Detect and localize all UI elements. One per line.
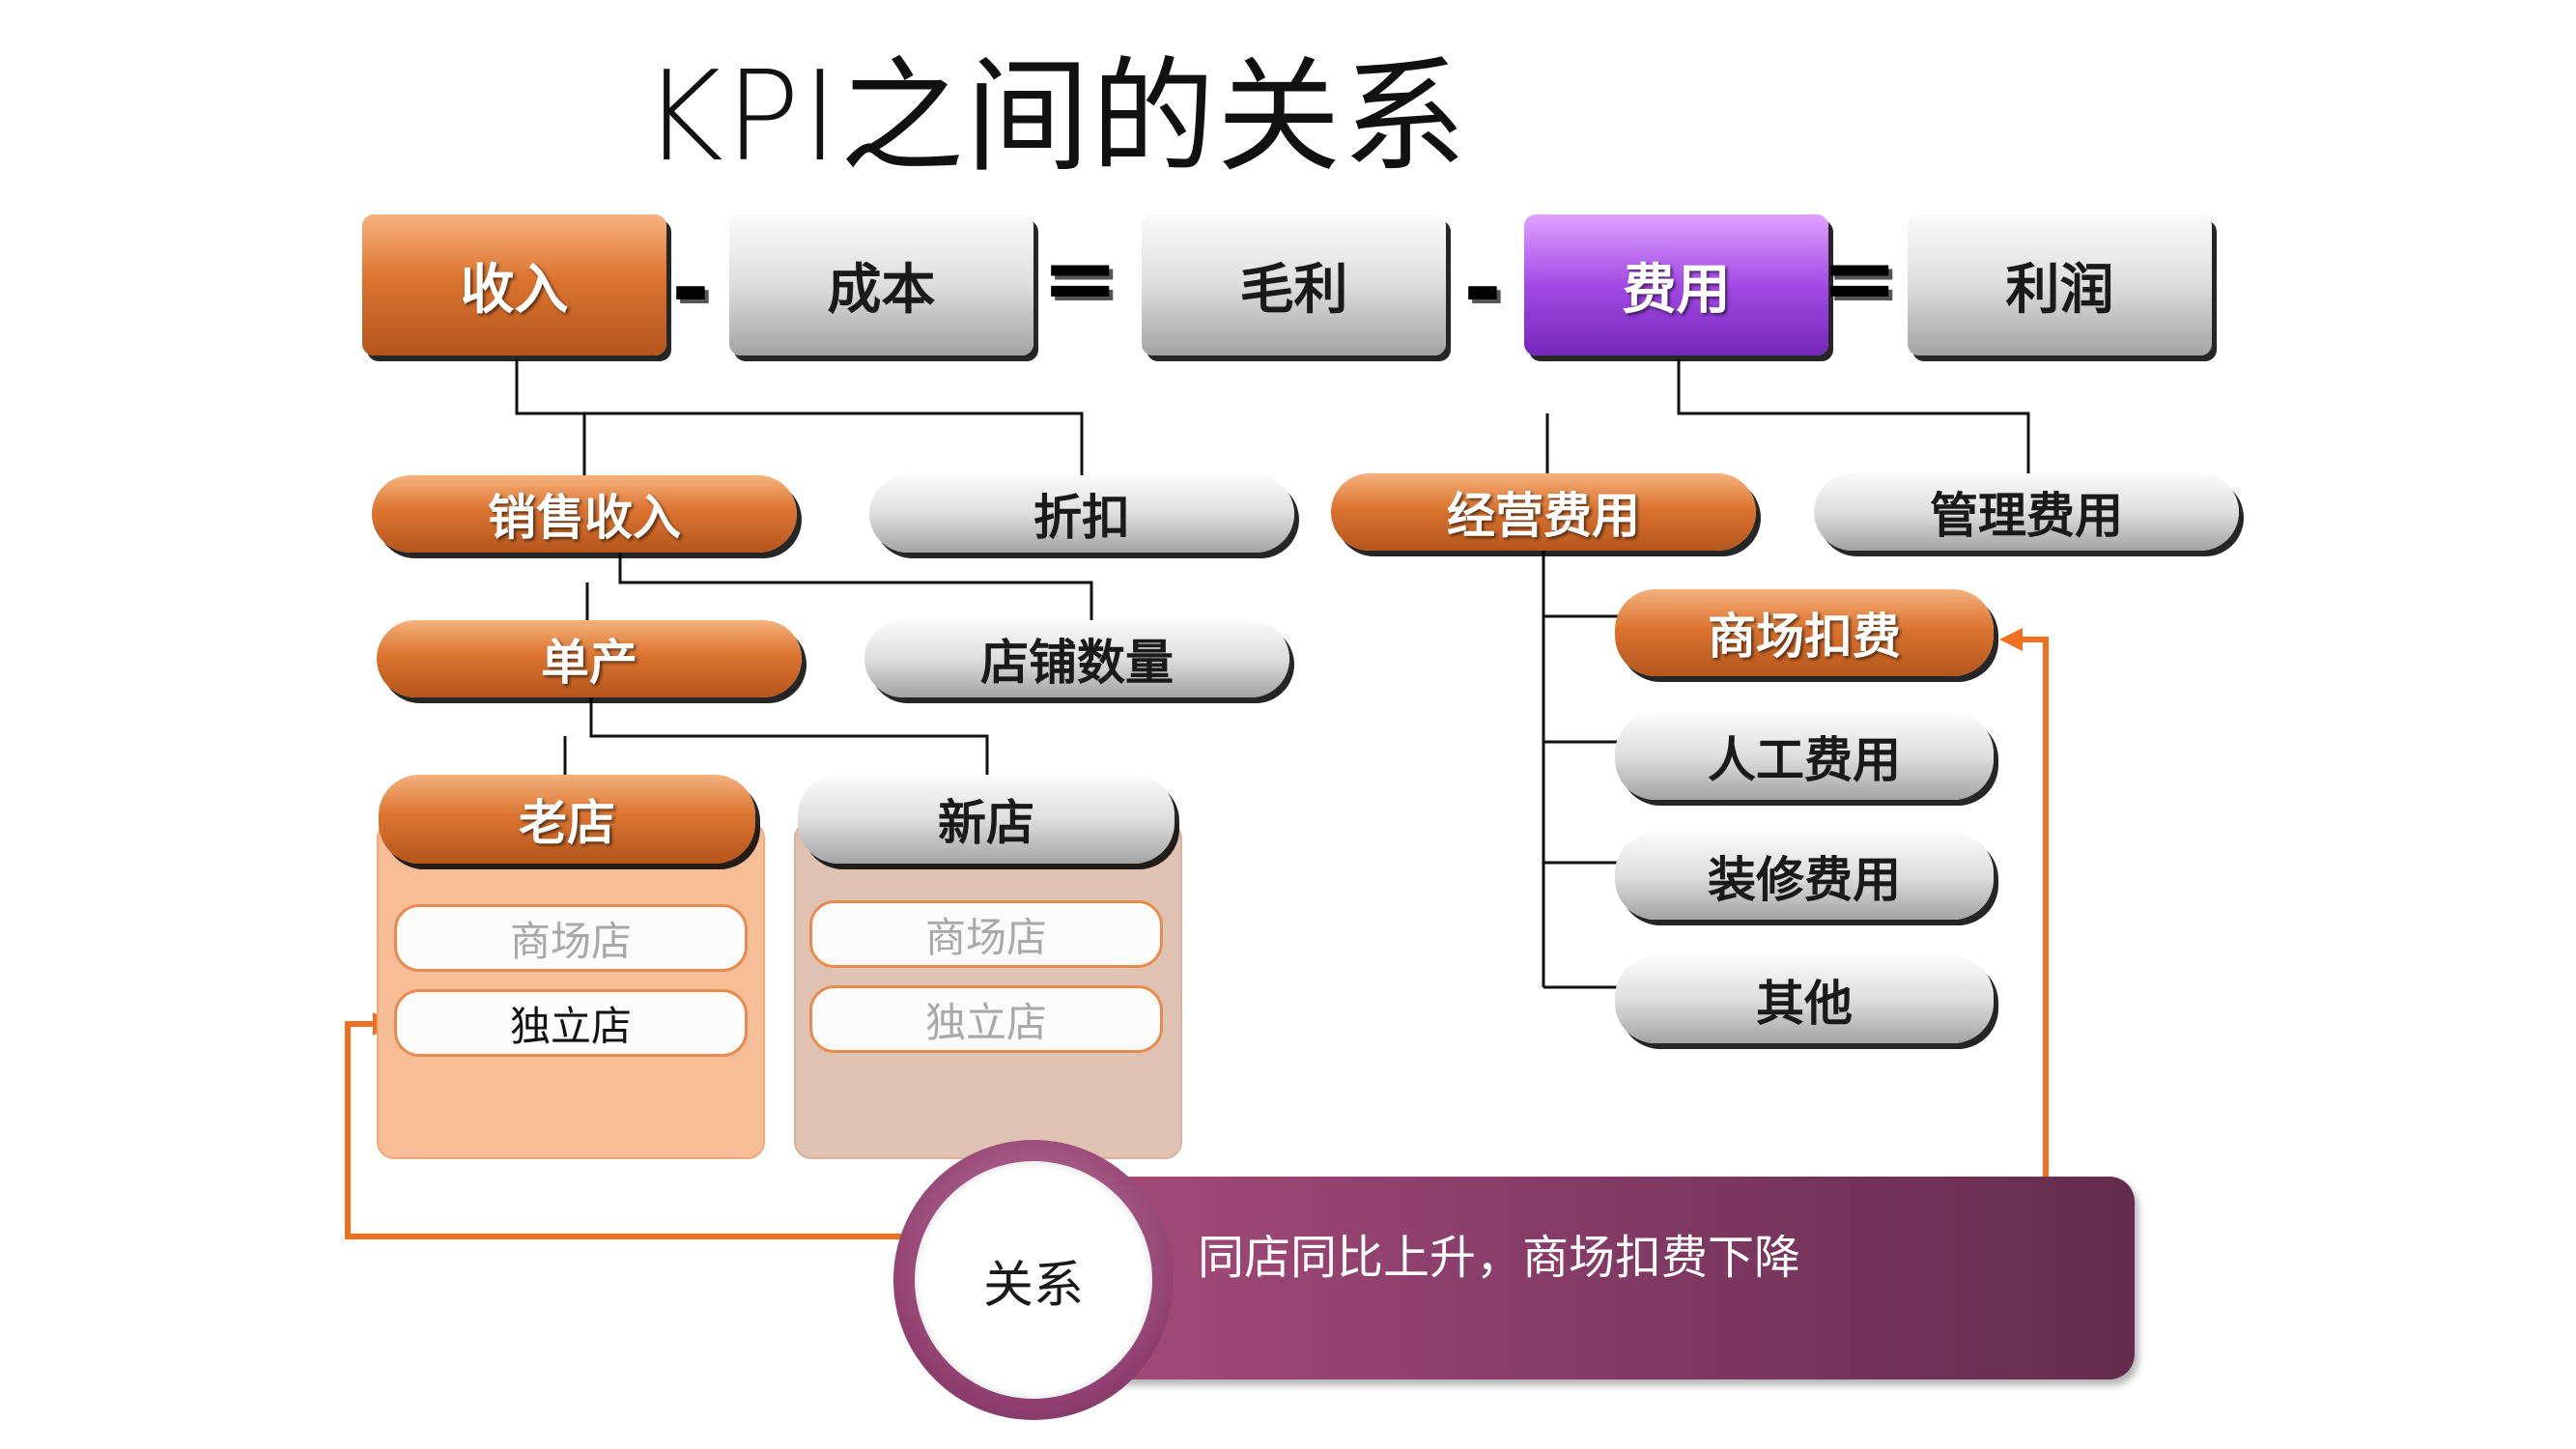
new-store-mall: 商场店 [809, 900, 1163, 968]
equals-operator-2: = [1821, 224, 1899, 332]
page-title: KPI之间的关系 [642, 45, 1468, 189]
expense-box: 费用 [1524, 214, 1828, 355]
arrow-left-line [345, 1021, 903, 1239]
new-store-independent: 独立店 [809, 985, 1163, 1053]
connector-expense [1677, 359, 2030, 473]
renovation-expense-box: 装修费用 [1615, 833, 1994, 920]
arrow-right-head [1999, 628, 2023, 651]
minus-operator-2: - [1463, 234, 1502, 342]
old-store-mall: 商场店 [394, 904, 748, 972]
arrow-right-line [2019, 637, 2049, 1177]
relation-badge: 关系 [915, 1161, 1152, 1399]
unit-output-box: 单产 [377, 620, 802, 697]
store-count-box: 店铺数量 [864, 620, 1289, 697]
other-expense-box: 其他 [1615, 956, 1994, 1043]
sales-revenue-box: 销售收入 [372, 475, 797, 553]
connector-sales-down [618, 553, 1093, 620]
gross-profit-box: 毛利 [1142, 214, 1446, 355]
revenue-box: 收入 [362, 214, 666, 355]
old-store-box: 老店 [379, 775, 755, 864]
profit-box: 利润 [1908, 214, 2212, 355]
old-store-independent: 独立店 [394, 989, 748, 1057]
connector-unit-down [589, 697, 989, 775]
connector-revenue [515, 359, 1084, 475]
cost-box: 成本 [729, 214, 1033, 355]
new-store-box: 新店 [798, 775, 1175, 864]
relation-text: 同店同比上升，商场扣费下降 [1198, 1231, 1801, 1285]
discount-box: 折扣 [869, 475, 1294, 553]
operating-expense-box: 经营费用 [1331, 473, 1756, 551]
labor-expense-box: 人工费用 [1615, 713, 1994, 800]
relation-banner [1111, 1177, 2135, 1379]
minus-operator: - [671, 234, 710, 342]
mall-deduction-box: 商场扣费 [1615, 589, 1994, 676]
management-expense-box: 管理费用 [1814, 473, 2239, 551]
equals-operator: = [1041, 224, 1119, 332]
